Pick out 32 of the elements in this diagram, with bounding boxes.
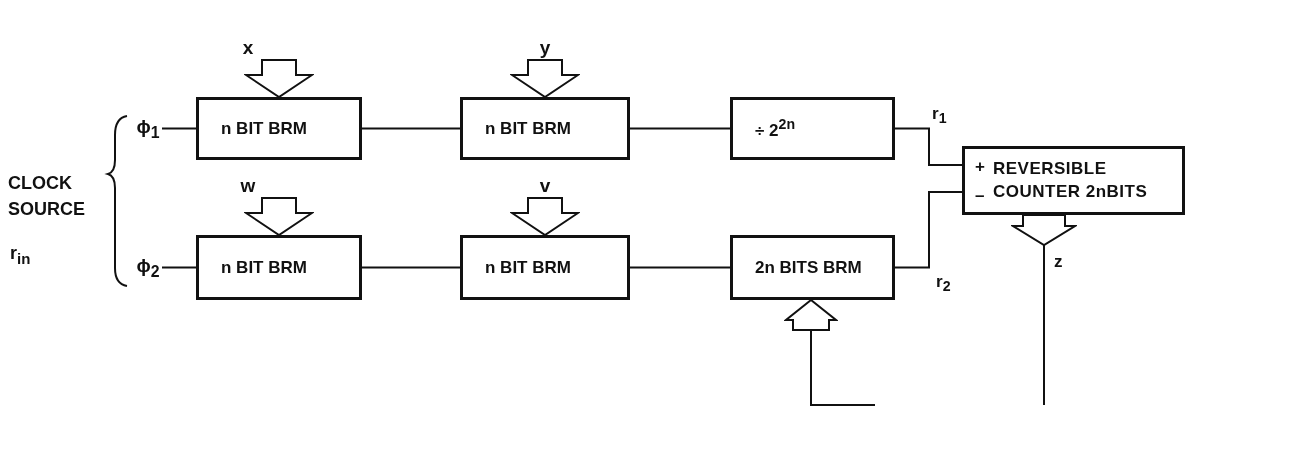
- signal-label: v: [531, 174, 559, 198]
- block-label: n BIT BRM: [221, 257, 307, 278]
- signal-label: ϕ$_{2}$: [134, 255, 162, 281]
- signal-label: y: [531, 36, 559, 60]
- connector-line: [361, 127, 461, 130]
- block-label: n BIT BRM: [221, 118, 307, 139]
- block-box: [460, 235, 630, 300]
- minus-sign: –: [975, 186, 985, 204]
- block-label: n BIT BRM: [485, 257, 571, 278]
- block-label: n BIT BRM: [485, 118, 571, 139]
- block-label: ÷ 2$^{2n}$: [755, 116, 796, 141]
- block-label: REVERSIBLE COUNTER 2nBITS: [992, 157, 1149, 203]
- block-box: [460, 97, 630, 160]
- signal-label: w: [234, 174, 262, 198]
- signal-label: ϕ$_{1}$: [134, 116, 162, 142]
- plus-sign: +: [975, 157, 985, 175]
- block-box: [196, 97, 362, 160]
- block-box: [196, 235, 362, 300]
- note-text: CLOCK SOURCE: [8, 172, 86, 222]
- signal-label: x: [234, 36, 262, 60]
- connector-line: [161, 266, 197, 269]
- connector-line: [361, 266, 461, 269]
- connector-line: [629, 127, 731, 130]
- block-box: [730, 235, 895, 300]
- connector-line: [629, 266, 731, 269]
- block-box: [730, 97, 895, 160]
- connector-line: [894, 191, 963, 269]
- block-label: 2n BITS BRM: [755, 257, 862, 278]
- connector-line: [894, 127, 963, 166]
- counter-box: [962, 146, 1185, 215]
- note-text: r$_{in}$: [10, 242, 31, 269]
- connector-line: [161, 127, 197, 130]
